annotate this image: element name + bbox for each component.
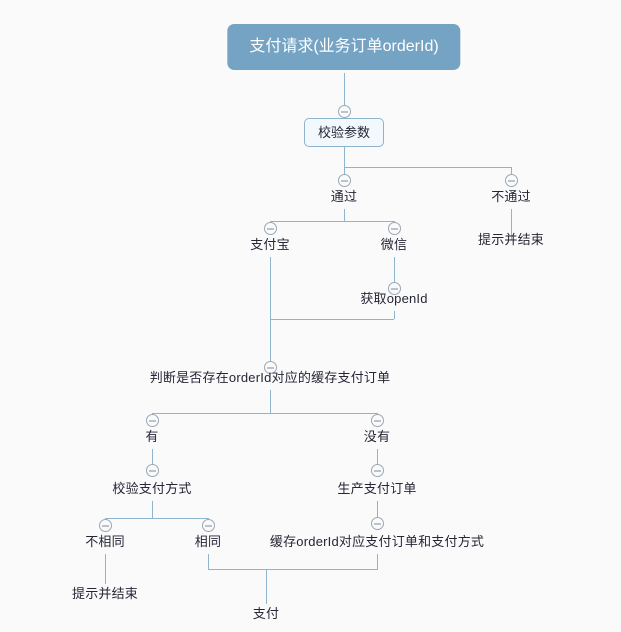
collapse-minus-icon-create-pay-order[interactable] xyxy=(371,464,384,477)
edge-wechat-to-openid xyxy=(394,257,395,284)
edge-pass-split xyxy=(270,221,394,222)
node-get-openid[interactable]: 获取openId xyxy=(360,291,428,306)
edge-alipay-down xyxy=(270,257,271,319)
node-not-same[interactable]: 不相同 xyxy=(85,534,125,549)
node-not-same-end[interactable]: 提示并结束 xyxy=(71,586,139,601)
edge-verify-split xyxy=(105,518,209,519)
collapse-minus-icon-check-cache-order[interactable] xyxy=(264,361,277,374)
edge-merge-to-pay xyxy=(266,569,267,604)
edge-openid-down xyxy=(394,311,395,319)
collapse-minus-icon-wechat[interactable] xyxy=(388,222,401,235)
edge-not-same-to-end xyxy=(105,554,106,584)
edge-check-cache-down xyxy=(270,390,271,413)
node-wechat[interactable]: 微信 xyxy=(380,237,408,252)
edge-has-down xyxy=(152,449,153,467)
edge-pass-down xyxy=(344,209,345,221)
edge-root-to-validate xyxy=(344,73,345,106)
collapse-minus-icon-has-not[interactable] xyxy=(371,414,384,427)
node-alipay[interactable]: 支付宝 xyxy=(250,237,290,252)
node-create-pay-order[interactable]: 生产支付订单 xyxy=(337,481,417,496)
edge-merge-to-check-cache xyxy=(270,319,394,320)
edge-has-not-down xyxy=(377,449,378,467)
collapse-minus-icon-has[interactable] xyxy=(146,414,159,427)
collapse-minus-icon-validate-params[interactable] xyxy=(338,105,351,118)
edge-check-cache-split xyxy=(152,413,377,414)
node-same[interactable]: 相同 xyxy=(194,534,222,549)
collapse-minus-icon-verify-pay-method[interactable] xyxy=(146,464,159,477)
node-has-not[interactable]: 没有 xyxy=(363,429,391,444)
node-fail[interactable]: 不通过 xyxy=(491,189,531,204)
node-fail-end[interactable]: 提示并结束 xyxy=(477,232,545,247)
edge-verify-down xyxy=(152,501,153,518)
edge-create-pay-order-down xyxy=(377,501,378,519)
node-cache-order-and-method[interactable]: 缓存orderId对应支付订单和支付方式 xyxy=(269,534,485,549)
edge-cache-order-down xyxy=(377,554,378,569)
edge-validate-split xyxy=(344,167,511,168)
node-pass[interactable]: 通过 xyxy=(330,189,358,204)
edge-same-down xyxy=(208,554,209,569)
edge-validate-down xyxy=(344,147,345,167)
node-check-cache-order[interactable]: 判断是否存在orderId对应的缓存支付订单 xyxy=(149,370,391,385)
node-pay[interactable]: 支付 xyxy=(252,606,280,621)
collapse-minus-icon-cache-order-method[interactable] xyxy=(371,517,384,530)
edge-fail-to-end xyxy=(511,209,512,240)
collapse-minus-icon-alipay[interactable] xyxy=(264,222,277,235)
collapse-minus-icon-same[interactable] xyxy=(202,519,215,532)
collapse-minus-icon-pass[interactable] xyxy=(338,174,351,187)
collapse-minus-icon-not-same[interactable] xyxy=(99,519,112,532)
collapse-minus-icon-fail[interactable] xyxy=(505,174,518,187)
node-has[interactable]: 有 xyxy=(145,429,159,444)
node-verify-pay-method[interactable]: 校验支付方式 xyxy=(112,481,192,496)
edge-merge-down xyxy=(270,319,271,362)
collapse-minus-icon-get-openid[interactable] xyxy=(388,282,401,295)
node-validate-params[interactable]: 校验参数 xyxy=(303,118,385,147)
node-payment-request-root[interactable]: 支付请求(业务订单orderId) xyxy=(227,24,461,70)
edge-pay-merge xyxy=(208,569,378,570)
